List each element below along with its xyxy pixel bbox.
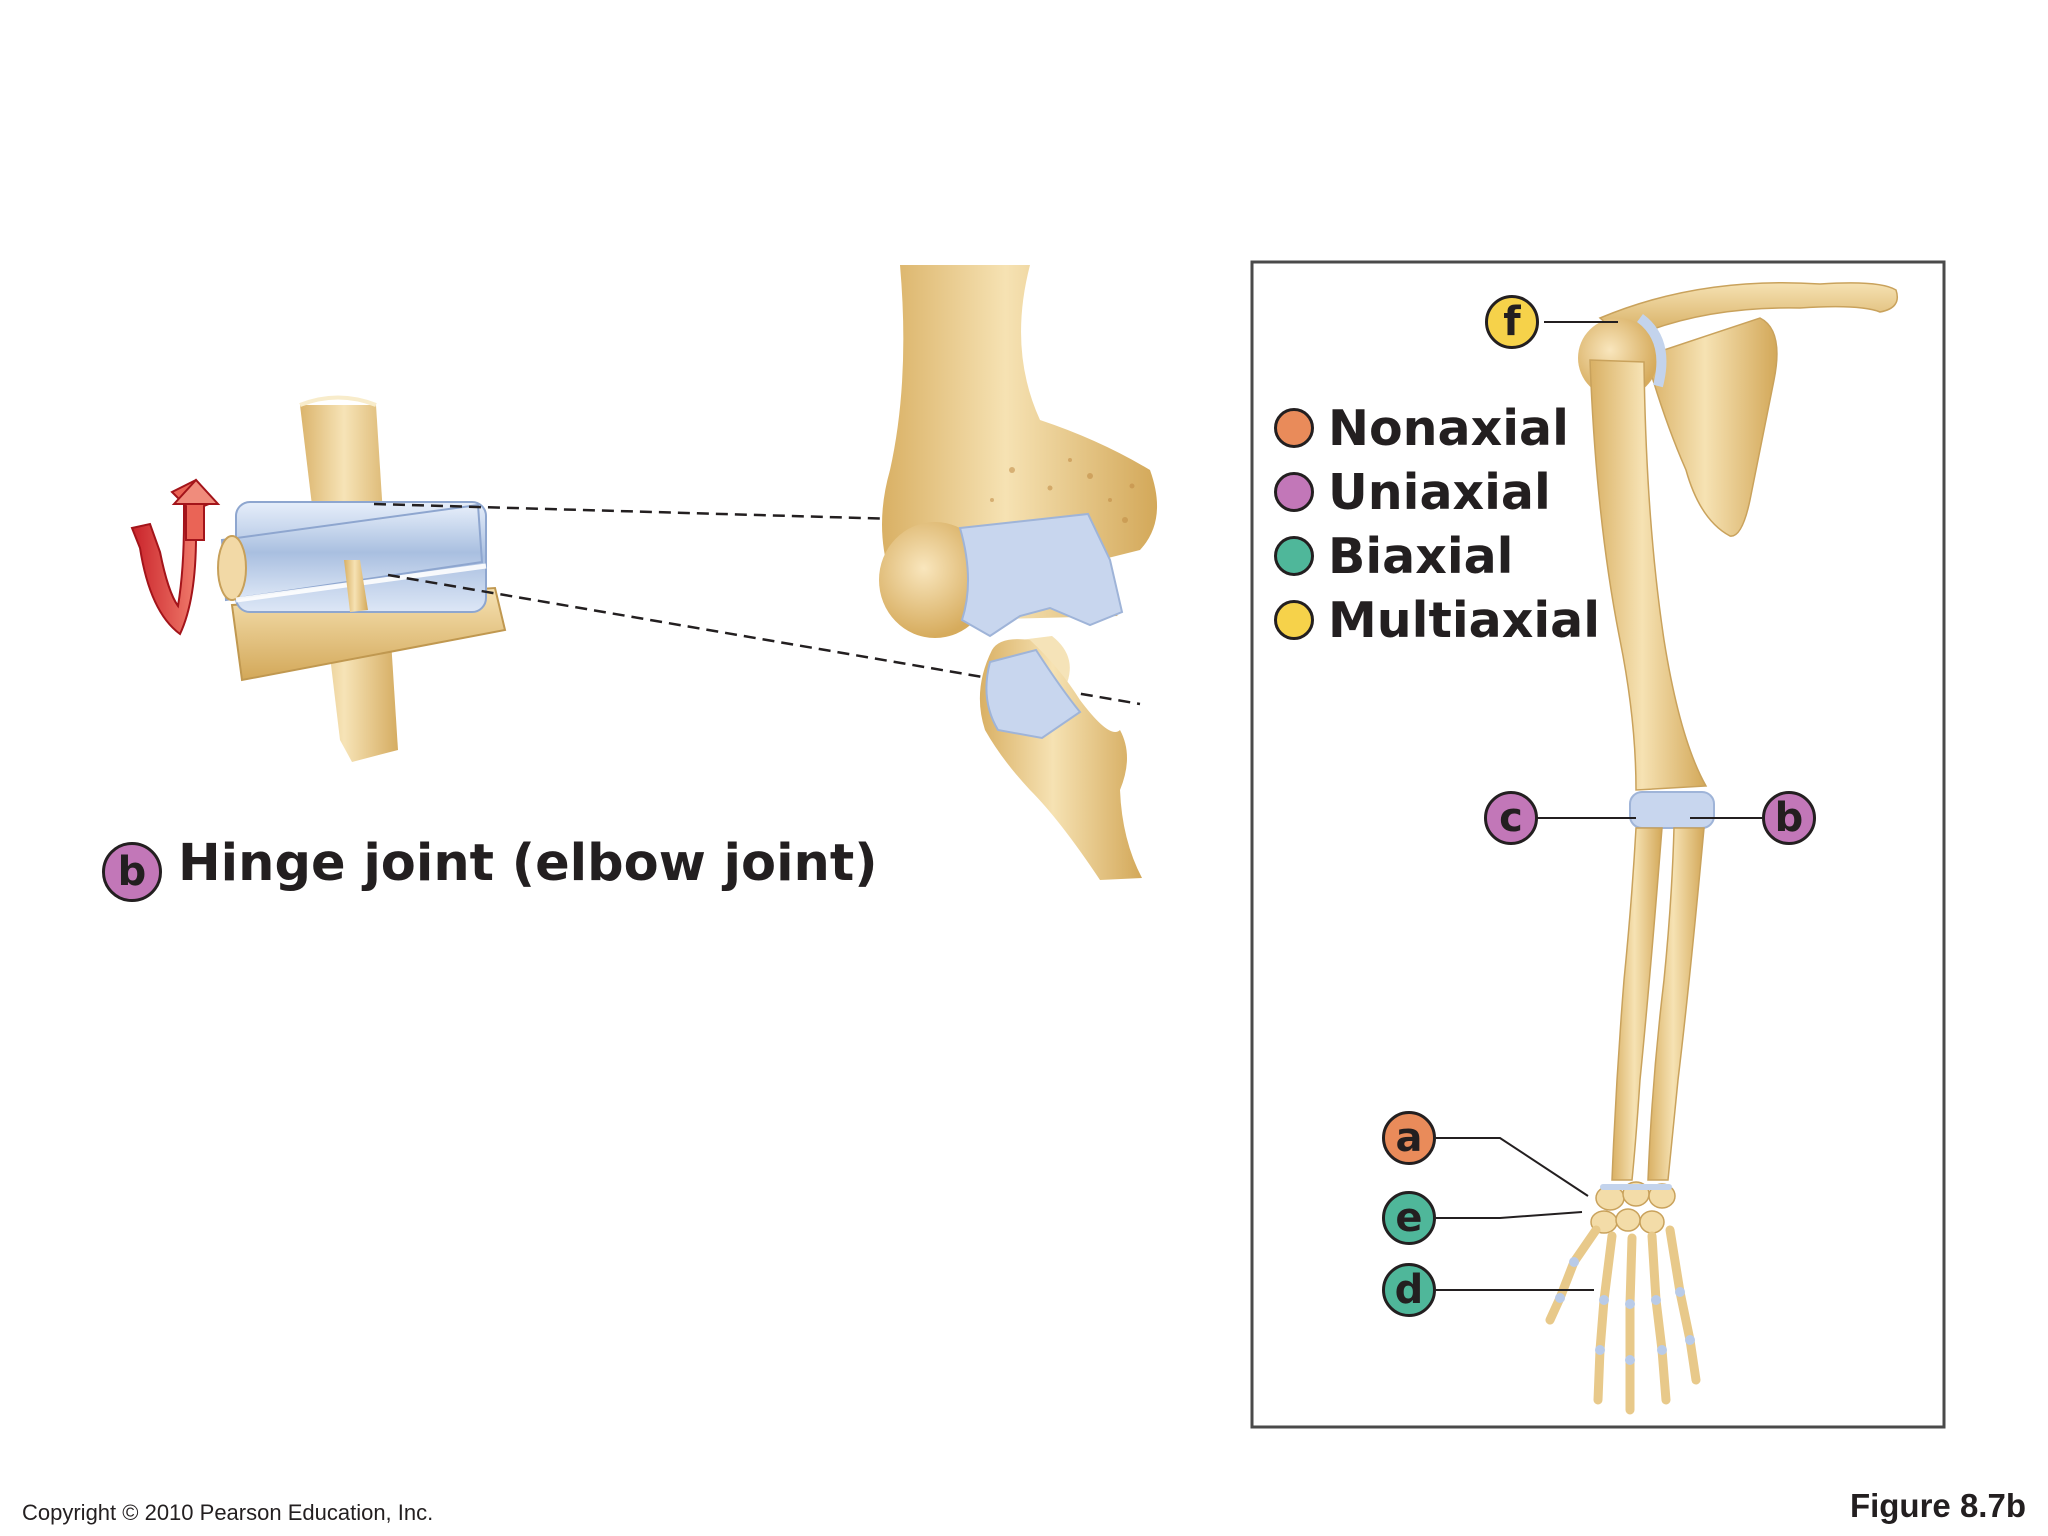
legend-swatch-nonaxial [1274, 408, 1314, 448]
legend-swatch-uniaxial [1274, 472, 1314, 512]
caption-badge: b [102, 842, 162, 902]
legend-label-nonaxial: Nonaxial [1328, 399, 1569, 457]
marker-c-letter: c [1499, 795, 1523, 841]
marker-e-letter: e [1395, 1195, 1423, 1241]
caption-badge-letter: b [117, 849, 147, 895]
figure-number: Figure 8.7b [1849, 1487, 2026, 1524]
legend-item-multiaxial: Multiaxial [1274, 591, 1600, 649]
copyright-notice: Copyright © 2010 Pearson Education, Inc. [22, 1500, 434, 1525]
hinge-model [217, 395, 507, 762]
arm-skeleton [1545, 282, 1898, 1415]
marker-a: a [1382, 1111, 1436, 1165]
rotation-arrow [130, 478, 221, 636]
marker-b-letter: b [1774, 795, 1804, 841]
elbow-joint [879, 265, 1158, 880]
legend-item-uniaxial: Uniaxial [1274, 463, 1551, 521]
marker-f: f [1485, 295, 1539, 349]
legend-label-uniaxial: Uniaxial [1328, 463, 1551, 521]
marker-d-letter: d [1394, 1267, 1424, 1313]
legend-swatch-multiaxial [1274, 600, 1314, 640]
marker-a-letter: a [1395, 1115, 1423, 1161]
marker-d: d [1382, 1263, 1436, 1317]
legend-label-multiaxial: Multiaxial [1328, 591, 1600, 649]
marker-b: b [1762, 791, 1816, 845]
legend-label-biaxial: Biaxial [1328, 527, 1514, 585]
leader-lines [1436, 321, 1762, 1291]
legend-item-nonaxial: Nonaxial [1274, 399, 1569, 457]
marker-e: e [1382, 1191, 1436, 1245]
marker-f-letter: f [1503, 299, 1521, 345]
figure-caption: Hinge joint (elbow joint) [178, 834, 878, 893]
marker-c: c [1484, 791, 1538, 845]
legend-item-biaxial: Biaxial [1274, 527, 1514, 585]
legend-swatch-biaxial [1274, 536, 1314, 576]
